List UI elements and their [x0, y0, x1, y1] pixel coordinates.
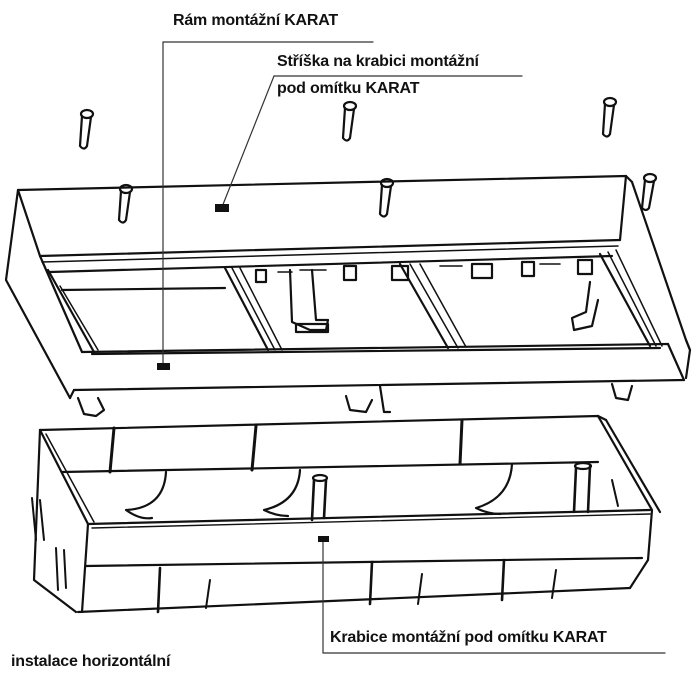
- mounting-box: [31, 414, 662, 614]
- installation-orientation-label: instalace horizontální: [11, 653, 171, 670]
- mounting-frame-with-roof: [4, 174, 692, 418]
- box-marker: [318, 536, 329, 542]
- frame-marker: [157, 363, 170, 370]
- box-label: Krabice montážní pod omítku KARAT: [330, 629, 607, 646]
- roof-label-line2: pod omítku KARAT: [277, 80, 420, 97]
- roof-marker: [215, 204, 229, 212]
- roof-label-line1: Stříška na krabici montážní: [277, 53, 479, 70]
- screw-icon: [601, 96, 618, 138]
- leader-markers: [157, 204, 329, 542]
- screw-icon: [341, 100, 358, 142]
- screw-icon: [378, 177, 395, 218]
- screw-icon: [78, 108, 95, 150]
- frame-label: Rám montážní KARAT: [173, 12, 338, 29]
- screw-icon: [117, 183, 134, 224]
- screw-icon: [640, 172, 658, 212]
- leader-lines: [162, 41, 666, 654]
